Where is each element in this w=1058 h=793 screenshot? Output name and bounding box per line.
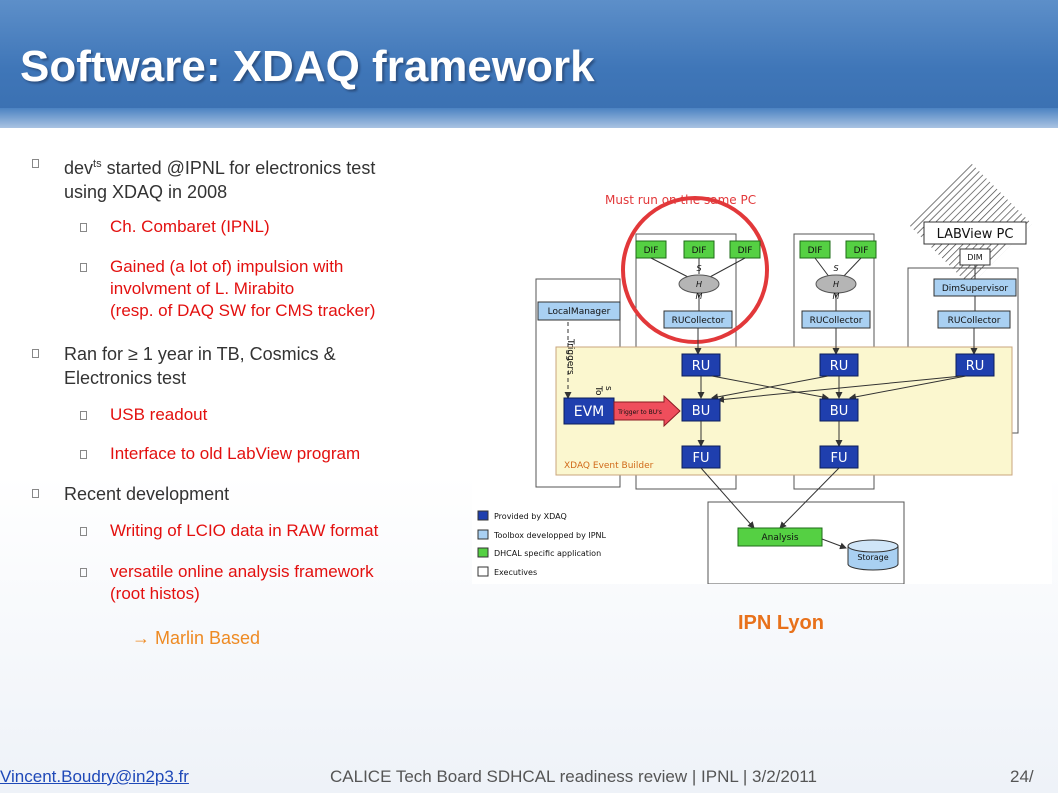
- legend-swatch: [477, 510, 489, 521]
- legend-swatch: [477, 566, 489, 577]
- ru-label: RU: [830, 359, 849, 374]
- bullet-marker-icon: [32, 349, 39, 358]
- bullet-marker-icon: [32, 489, 39, 498]
- to-label: To: [593, 385, 603, 396]
- sub-bullet-marker-icon: [80, 450, 87, 459]
- fu-label: FU: [831, 451, 848, 466]
- conference-label: CALICE Tech Board SDHCAL readiness revie…: [330, 767, 817, 786]
- xdaq-architecture-diagram: LABView PC Must run on the same PC XDAQ …: [472, 162, 1052, 585]
- labview-pc-box: [923, 221, 1027, 245]
- shm-label-h: H: [833, 280, 839, 289]
- fu-label: FU: [693, 451, 710, 466]
- labview-pc-label: LABView PC: [937, 227, 1014, 242]
- dif-label: DIF: [692, 246, 707, 256]
- storage-cylinder: [847, 546, 899, 571]
- rucollector-label: RUCollector: [810, 316, 863, 326]
- bullet-text-line1: started @IPNL for electronics test: [106, 158, 376, 178]
- legend-label: DHCAL specific application: [494, 549, 601, 558]
- superscript: ts: [93, 158, 102, 170]
- page-number: 24/: [1010, 767, 1034, 786]
- storage-label: Storage: [857, 553, 888, 562]
- trigger-arrow: [613, 394, 681, 428]
- ru-label: RU: [692, 359, 711, 374]
- legend-label: Provided by XDAQ: [494, 512, 567, 521]
- legend-label: Toolbox developped by IPNL: [493, 531, 607, 540]
- shm-label-s: S: [696, 264, 701, 273]
- legend: Provided by XDAQ Toolbox developped by I…: [477, 510, 607, 577]
- bu-label: BU: [692, 404, 710, 419]
- trigger-to-bu-label: Trigger to BU's: [617, 409, 662, 416]
- dif-label: DIF: [644, 246, 659, 256]
- legend-swatch: [477, 529, 489, 540]
- analysis-label: Analysis: [761, 533, 798, 543]
- ru-box: [955, 353, 995, 377]
- evm-box: [563, 397, 615, 425]
- dim-label: DIM: [967, 253, 983, 262]
- footer: Vincent.Boudry@in2p3.fr CALICE Tech Boar…: [0, 767, 1058, 793]
- legend-label: Executives: [494, 568, 537, 577]
- localmanager-label: LocalManager: [548, 307, 611, 317]
- ipn-lyon-label: IPN Lyon: [738, 612, 824, 634]
- dif-label: DIF: [738, 246, 753, 256]
- dimsupervisor-label: DimSupervisor: [942, 284, 1009, 294]
- shm-label-h: H: [696, 280, 702, 289]
- slide-title: Software: XDAQ framework: [20, 42, 595, 91]
- event-builder-label: XDAQ Event Builder: [564, 461, 654, 471]
- analysis-box: [737, 527, 823, 547]
- bullet-marker-icon: [32, 159, 39, 168]
- evm-label: EVM: [574, 404, 605, 420]
- bu-label: BU: [830, 404, 848, 419]
- sub-bullet-marker-icon: [80, 527, 87, 536]
- dif-label: DIF: [808, 246, 823, 256]
- sub-bullet-marker-icon: [80, 223, 87, 232]
- rucollector-label: RUCollector: [948, 316, 1001, 326]
- dif-group-1: DIF DIF DIF: [635, 240, 761, 259]
- rucollector-label: RUCollector: [672, 316, 725, 326]
- shm-label-s: S: [833, 264, 838, 273]
- author-email-link[interactable]: Vincent.Boudry@in2p3.fr: [0, 767, 189, 786]
- dif-label: DIF: [854, 246, 869, 256]
- legend-swatch: [477, 547, 489, 558]
- bu-label-partial: s: [603, 386, 613, 391]
- sub-bullet-marker-icon: [80, 411, 87, 420]
- title-bar: [0, 0, 1058, 125]
- localmanager-box: [537, 301, 621, 321]
- bullet-text: dev: [64, 158, 94, 178]
- marlin-note: → Marlin Based: [132, 628, 261, 648]
- sub-bullet-marker-icon: [80, 263, 87, 272]
- sub-bullet-marker-icon: [80, 568, 87, 577]
- triggers-label: Triggers: [565, 338, 575, 375]
- title-bar-band: [0, 108, 1058, 128]
- same-pc-circle: [621, 196, 769, 344]
- ru-label: RU: [966, 359, 985, 374]
- bullet-text-line2: using XDAQ in 2008: [64, 182, 228, 202]
